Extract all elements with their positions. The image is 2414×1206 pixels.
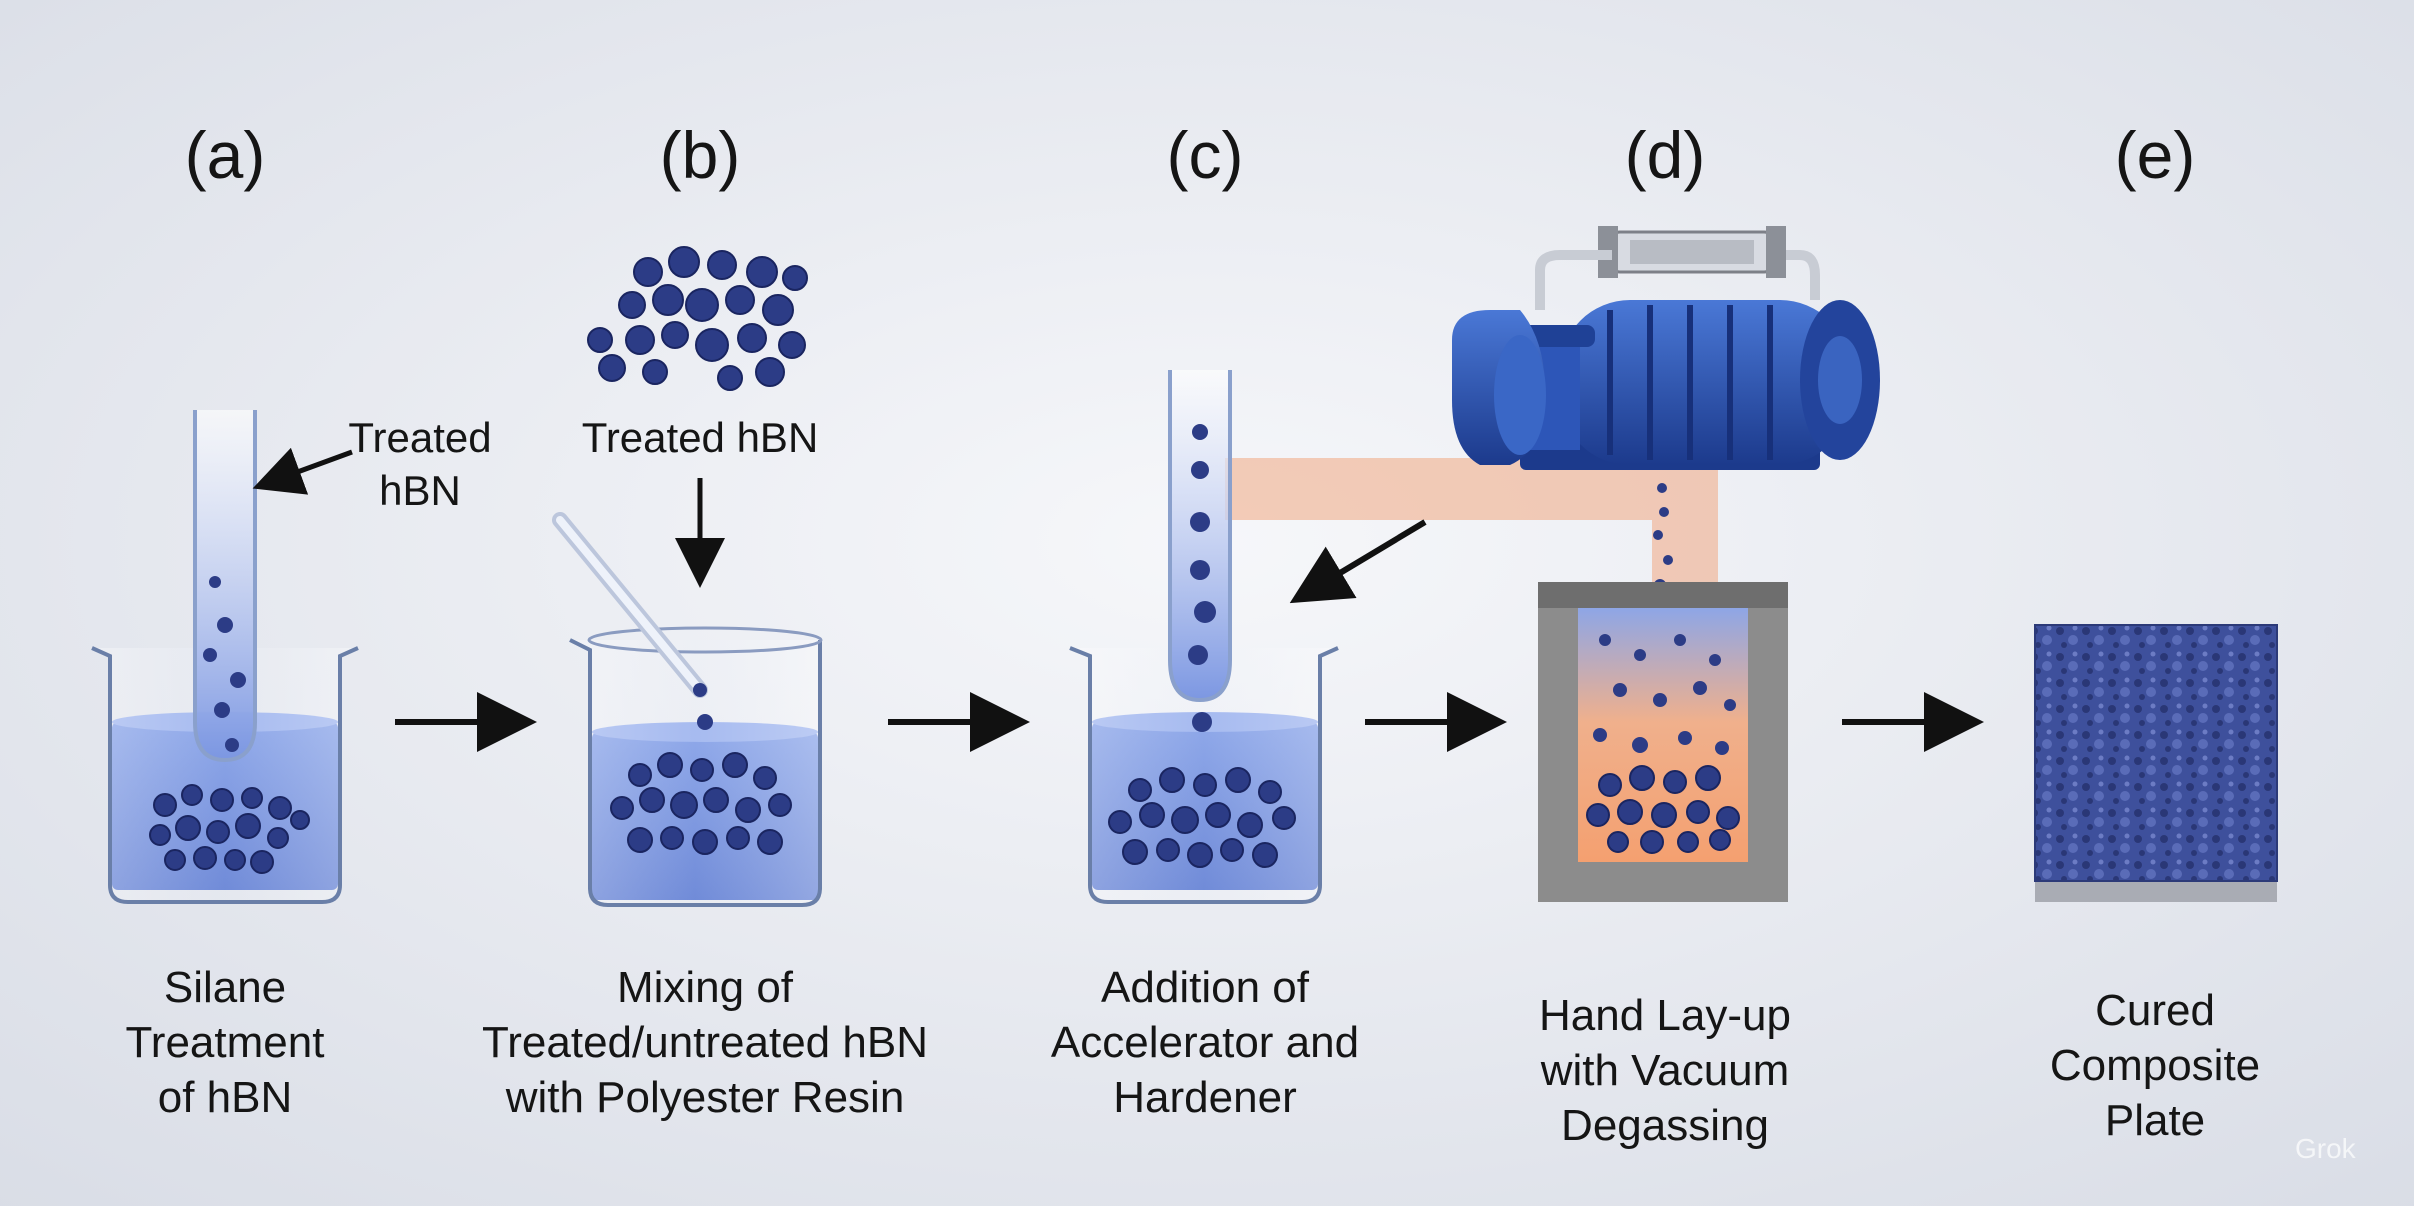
callout-b: Treated hBN xyxy=(582,414,819,461)
stirring-rod xyxy=(552,512,713,730)
caption-e-line1: Cured xyxy=(2095,986,2215,1035)
callout-a-arrow xyxy=(252,447,353,495)
particle-cluster-a xyxy=(149,784,310,874)
particle-cluster-b2 xyxy=(610,752,792,855)
caption-e-line3: Plate xyxy=(2105,1096,2205,1145)
caption-b-line2: Treated/untreated hBN xyxy=(482,1018,928,1067)
callout-a-line2: hBN xyxy=(379,467,461,514)
caption-b: Mixing of Treated/untreated hBN with Pol… xyxy=(482,963,928,1122)
caption-d-line2: with Vacuum xyxy=(1540,1046,1790,1095)
caption-a-line3: of hBN xyxy=(158,1073,293,1122)
caption-c-line1: Addition of xyxy=(1101,963,1310,1012)
caption-c-line2: Accelerator and xyxy=(1051,1018,1359,1067)
caption-a-line2: Treatment xyxy=(126,1018,325,1067)
mold-icon xyxy=(1538,582,1788,902)
caption-c-line3: Hardener xyxy=(1113,1073,1296,1122)
watermark: Grok xyxy=(2295,1133,2357,1164)
composite-plate-icon xyxy=(2034,624,2278,902)
step-label-b: (b) xyxy=(660,118,741,192)
test-tube-a xyxy=(193,410,257,763)
callout-a: Treated hBN xyxy=(252,414,492,514)
caption-b-line1: Mixing of xyxy=(617,963,794,1012)
caption-e-line2: Composite xyxy=(2050,1041,2260,1090)
caption-d-line3: Degassing xyxy=(1561,1101,1769,1150)
step-label-d: (d) xyxy=(1625,118,1706,192)
step-label-a: (a) xyxy=(185,118,266,192)
caption-e: Cured Composite Plate xyxy=(2050,986,2260,1145)
feed-highlight xyxy=(1225,458,1718,600)
callout-a-line1: Treated xyxy=(348,414,491,461)
caption-d-line1: Hand Lay-up xyxy=(1539,991,1791,1040)
caption-a-line1: Silane xyxy=(164,963,286,1012)
test-tube-c xyxy=(1168,370,1232,732)
step-label-e: (e) xyxy=(2115,118,2196,192)
pump-to-c-arrow xyxy=(1289,519,1427,604)
caption-a: Silane Treatment of hBN xyxy=(126,963,325,1122)
beaker-c xyxy=(1069,646,1339,904)
step-label-c: (c) xyxy=(1167,118,1244,192)
caption-b-line3: with Polyester Resin xyxy=(505,1073,905,1122)
caption-d: Hand Lay-up with Vacuum Degassing xyxy=(1539,991,1791,1150)
vacuum-pump-icon xyxy=(1452,226,1880,470)
particle-cluster-c xyxy=(1108,767,1296,868)
particle-cluster-b xyxy=(587,246,808,391)
caption-c: Addition of Accelerator and Hardener xyxy=(1051,963,1359,1122)
